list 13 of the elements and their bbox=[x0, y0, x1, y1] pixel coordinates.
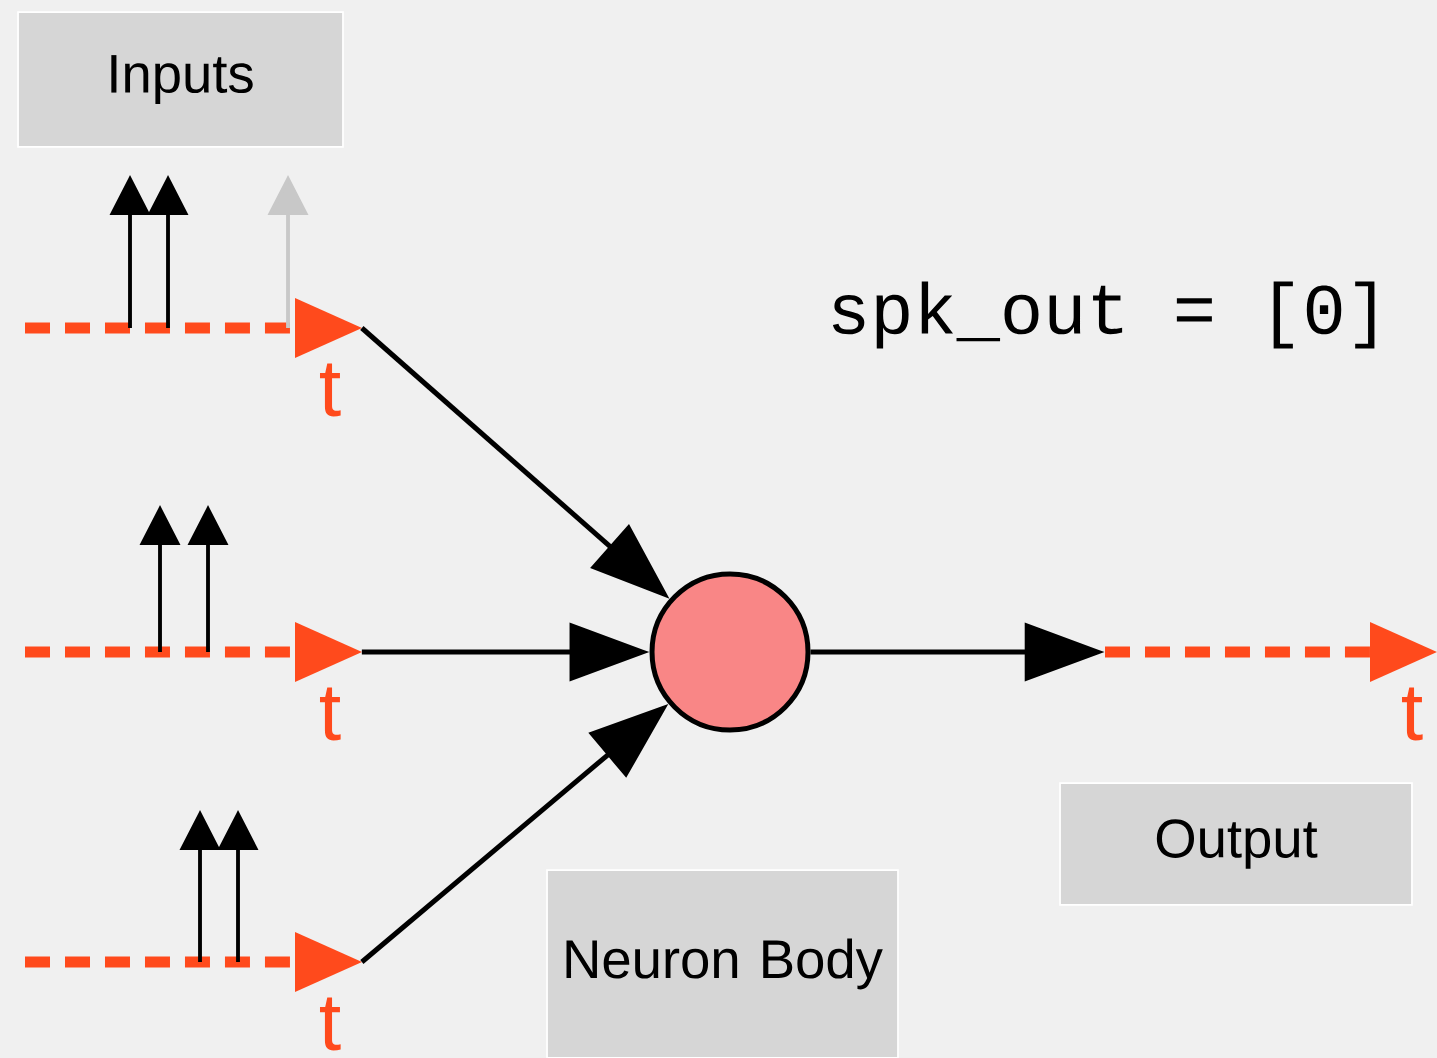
label-box: Inputs bbox=[17, 11, 344, 148]
timeline bbox=[25, 298, 362, 358]
time-label: t bbox=[320, 687, 341, 741]
timeline bbox=[25, 932, 362, 992]
label-box: Neuron Body bbox=[546, 869, 899, 1058]
neuron-circle bbox=[649, 571, 811, 733]
label-box: Output bbox=[1059, 782, 1413, 906]
time-label: t bbox=[320, 997, 341, 1051]
time-label: t bbox=[320, 363, 341, 417]
timeline bbox=[25, 622, 362, 682]
time-label: t bbox=[1402, 687, 1423, 741]
timeline bbox=[1105, 622, 1437, 682]
code-text: spk_out = [0] bbox=[832, 281, 1375, 349]
